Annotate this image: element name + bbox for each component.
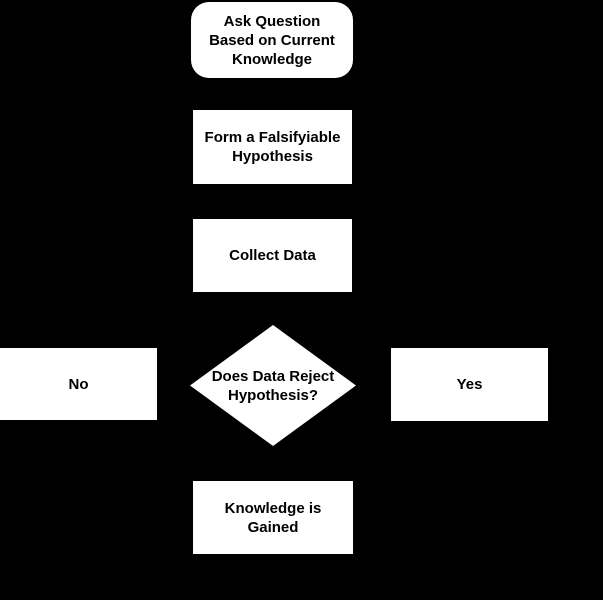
node-ask-question-line-3: Knowledge: [231, 50, 312, 68]
node-ask-question-line-2: Based on Current: [209, 31, 335, 49]
node-yes-label: Yes: [456, 376, 483, 393]
node-decision-line-1: Does Data Reject: [211, 367, 335, 385]
decision-label: Does Data Reject Hypothesis?: [190, 325, 356, 446]
node-form-hypothesis: Form a Falsifyiable Hypothesis: [193, 110, 352, 184]
node-form-hypothesis-line-2: Hypothesis: [232, 148, 313, 165]
node-knowledge-gained-line-1: Knowledge is: [224, 499, 322, 517]
node-no-label: No: [68, 375, 89, 393]
node-collect-data: Collect Data: [193, 219, 352, 292]
node-decision-diamond: Does Data Reject Hypothesis?: [190, 325, 356, 446]
node-knowledge-gained-line-2: Gained: [247, 518, 299, 536]
node-decision-line-2: Hypothesis?: [227, 386, 318, 404]
node-no: No: [0, 348, 157, 420]
node-yes: Yes: [391, 348, 548, 421]
node-collect-data-line-1: Collect Data: [229, 247, 316, 264]
node-ask-question: Ask Question Based on Current Knowledge: [191, 2, 353, 78]
node-form-hypothesis-line-1: Form a Falsifyiable: [204, 129, 341, 146]
node-knowledge-gained: Knowledge is Gained: [193, 481, 353, 554]
node-ask-question-line-1: Ask Question: [223, 12, 321, 30]
